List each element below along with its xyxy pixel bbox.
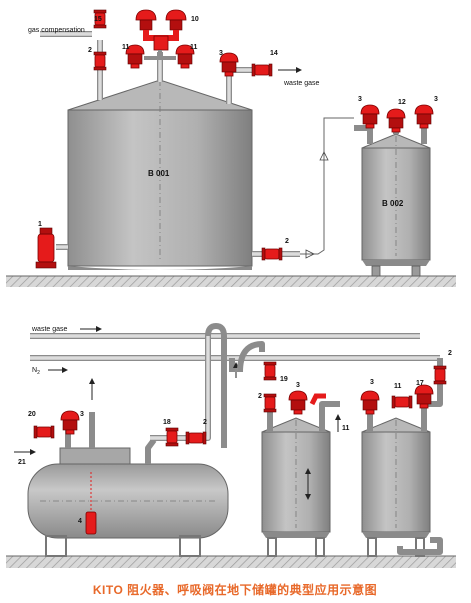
valve-19 <box>263 361 277 381</box>
waste-gase-label: waste gase <box>31 326 68 333</box>
num-11a: 11 <box>122 44 130 51</box>
valve-2-bottom <box>261 247 283 261</box>
num-1: 1 <box>38 221 42 228</box>
waste-gas-label: waste gase <box>283 80 320 87</box>
num-4: 4 <box>78 518 82 525</box>
num-3d: 3 <box>80 411 84 418</box>
num-21: 21 <box>18 459 26 466</box>
valve-10-assembly <box>135 9 187 51</box>
valve-2-tank2 <box>433 365 447 385</box>
valve-14 <box>251 63 273 77</box>
num-11c: 11 <box>342 425 350 432</box>
valve-3-htank <box>60 410 80 435</box>
num-10: 10 <box>191 16 199 23</box>
num-3b: 3 <box>358 96 362 103</box>
valve-20 <box>33 425 55 439</box>
num-11d: 11 <box>394 383 402 390</box>
num-18: 18 <box>163 419 171 426</box>
tank-b001 <box>67 79 253 270</box>
valve-2-top <box>93 51 107 71</box>
n2-label: N2 <box>32 367 40 376</box>
tank-b002-label: B 002 <box>382 199 404 208</box>
num-15: 15 <box>94 16 102 23</box>
num-2d: 2 <box>258 393 262 400</box>
num-17: 17 <box>416 380 424 387</box>
num-3f: 3 <box>370 379 374 386</box>
valve-3-tank2 <box>360 390 380 415</box>
valve-1 <box>35 227 57 269</box>
tank-b001-label: B 001 <box>148 169 170 178</box>
num-11b: 11 <box>190 44 198 51</box>
ground-top <box>6 276 456 287</box>
num-12: 12 <box>398 99 406 106</box>
num-3c: 3 <box>434 96 438 103</box>
gas-compensation-label: gas compensation <box>28 27 85 34</box>
valve-18 <box>165 427 179 447</box>
vertical-tank-2 <box>361 417 431 557</box>
num-2c: 2 <box>203 419 207 426</box>
figure-caption: KITO 阻火器、呼吸阀在地下储罐的典型应用示意图 <box>93 582 377 597</box>
num-2a: 2 <box>88 47 92 54</box>
bottom-diagram: waste gase N2 20 3 21 4 <box>6 323 456 568</box>
vertical-tank-1 <box>261 417 331 557</box>
valve-3-b002-right <box>414 104 434 129</box>
ground-bottom <box>6 556 456 568</box>
valve-4 <box>85 511 97 535</box>
num-14: 14 <box>270 50 278 57</box>
valve-3-tank1 <box>288 390 308 415</box>
num-3a: 3 <box>219 50 223 57</box>
valve-2-tank1 <box>263 393 277 413</box>
num-19: 19 <box>280 376 288 383</box>
valve-11-tank2 <box>391 395 413 409</box>
valve-3-b002-left <box>360 104 380 129</box>
horizontal-tank <box>27 447 229 557</box>
num-20: 20 <box>28 411 36 418</box>
num-2e: 2 <box>448 350 452 357</box>
tank-b002 <box>361 133 431 277</box>
valve-2-btm <box>185 431 207 445</box>
valve-12 <box>386 108 406 133</box>
top-diagram: B 001 gas compensation 15 2 10 11 11 <box>6 9 456 287</box>
num-3e: 3 <box>296 382 300 389</box>
num-2b: 2 <box>285 238 289 245</box>
